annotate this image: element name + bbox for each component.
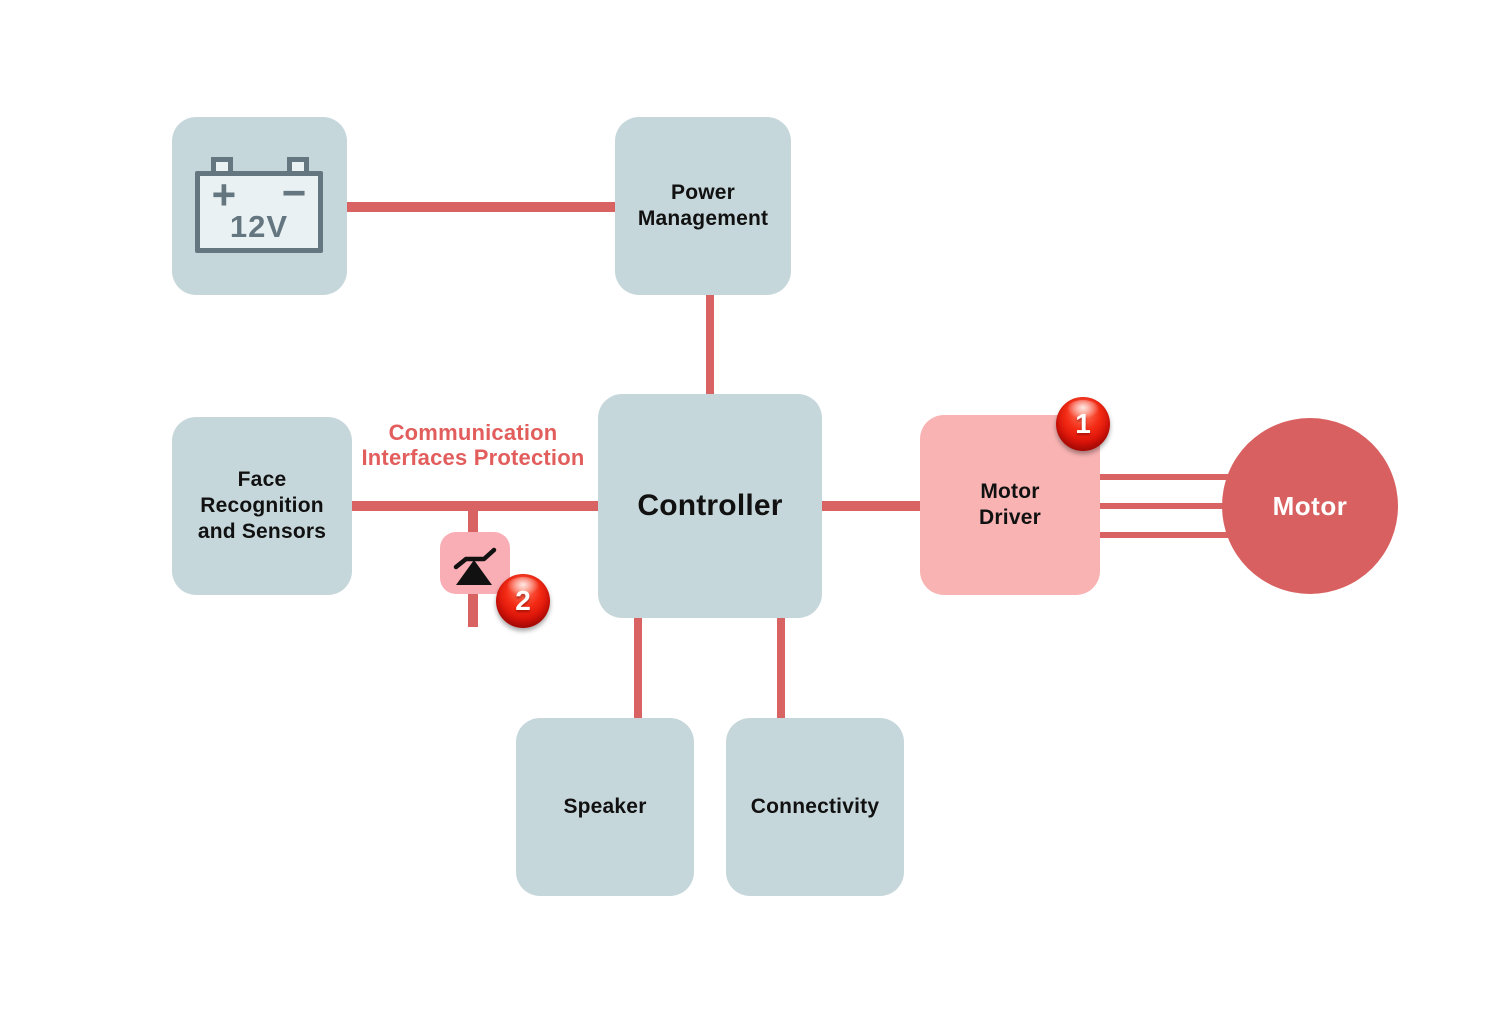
node-label: Motor Driver bbox=[979, 479, 1041, 529]
node-label: Speaker bbox=[563, 794, 647, 818]
node-label: Connectivity bbox=[750, 794, 880, 818]
connectivity-node: Connectivity bbox=[726, 718, 904, 896]
badge-1-number: 1 bbox=[1075, 408, 1091, 439]
motor-node: Motor bbox=[1222, 418, 1398, 594]
node-label: Controller bbox=[637, 489, 783, 523]
edge-controller-speaker bbox=[634, 618, 642, 718]
edge-battery-power bbox=[347, 202, 615, 212]
node-label: Face Recognition and Sensors bbox=[197, 467, 327, 544]
edge-controller-motordriver bbox=[822, 501, 920, 511]
node-label: Motor bbox=[1272, 490, 1348, 521]
tvs-diode-icon bbox=[440, 532, 510, 594]
protection-annotation-label: Communication Interfaces Protection bbox=[361, 420, 585, 471]
badge-1: 1 bbox=[1056, 397, 1110, 451]
controller-node: Controller bbox=[598, 394, 822, 618]
badge-2: 2 bbox=[496, 574, 550, 628]
battery-node: + − 12V bbox=[172, 117, 347, 295]
motor-wire-2 bbox=[1100, 503, 1245, 509]
node-label: Power Management bbox=[637, 180, 769, 230]
power-management-node: Power Management bbox=[615, 117, 791, 295]
motor-wire-1 bbox=[1100, 474, 1245, 480]
speaker-node: Speaker bbox=[516, 718, 694, 896]
face-recognition-node: Face Recognition and Sensors bbox=[172, 417, 352, 595]
edge-controller-connectivity bbox=[777, 618, 785, 718]
badge-2-number: 2 bbox=[515, 585, 531, 616]
plus-sign: + bbox=[211, 171, 237, 218]
edge-power-controller bbox=[706, 295, 714, 395]
battery-voltage-label: 12V bbox=[229, 209, 289, 244]
battery-body bbox=[195, 171, 323, 253]
minus-sign: − bbox=[281, 169, 307, 216]
battery-icon: + − 12V bbox=[172, 117, 347, 295]
motor-wire-3 bbox=[1100, 532, 1245, 538]
